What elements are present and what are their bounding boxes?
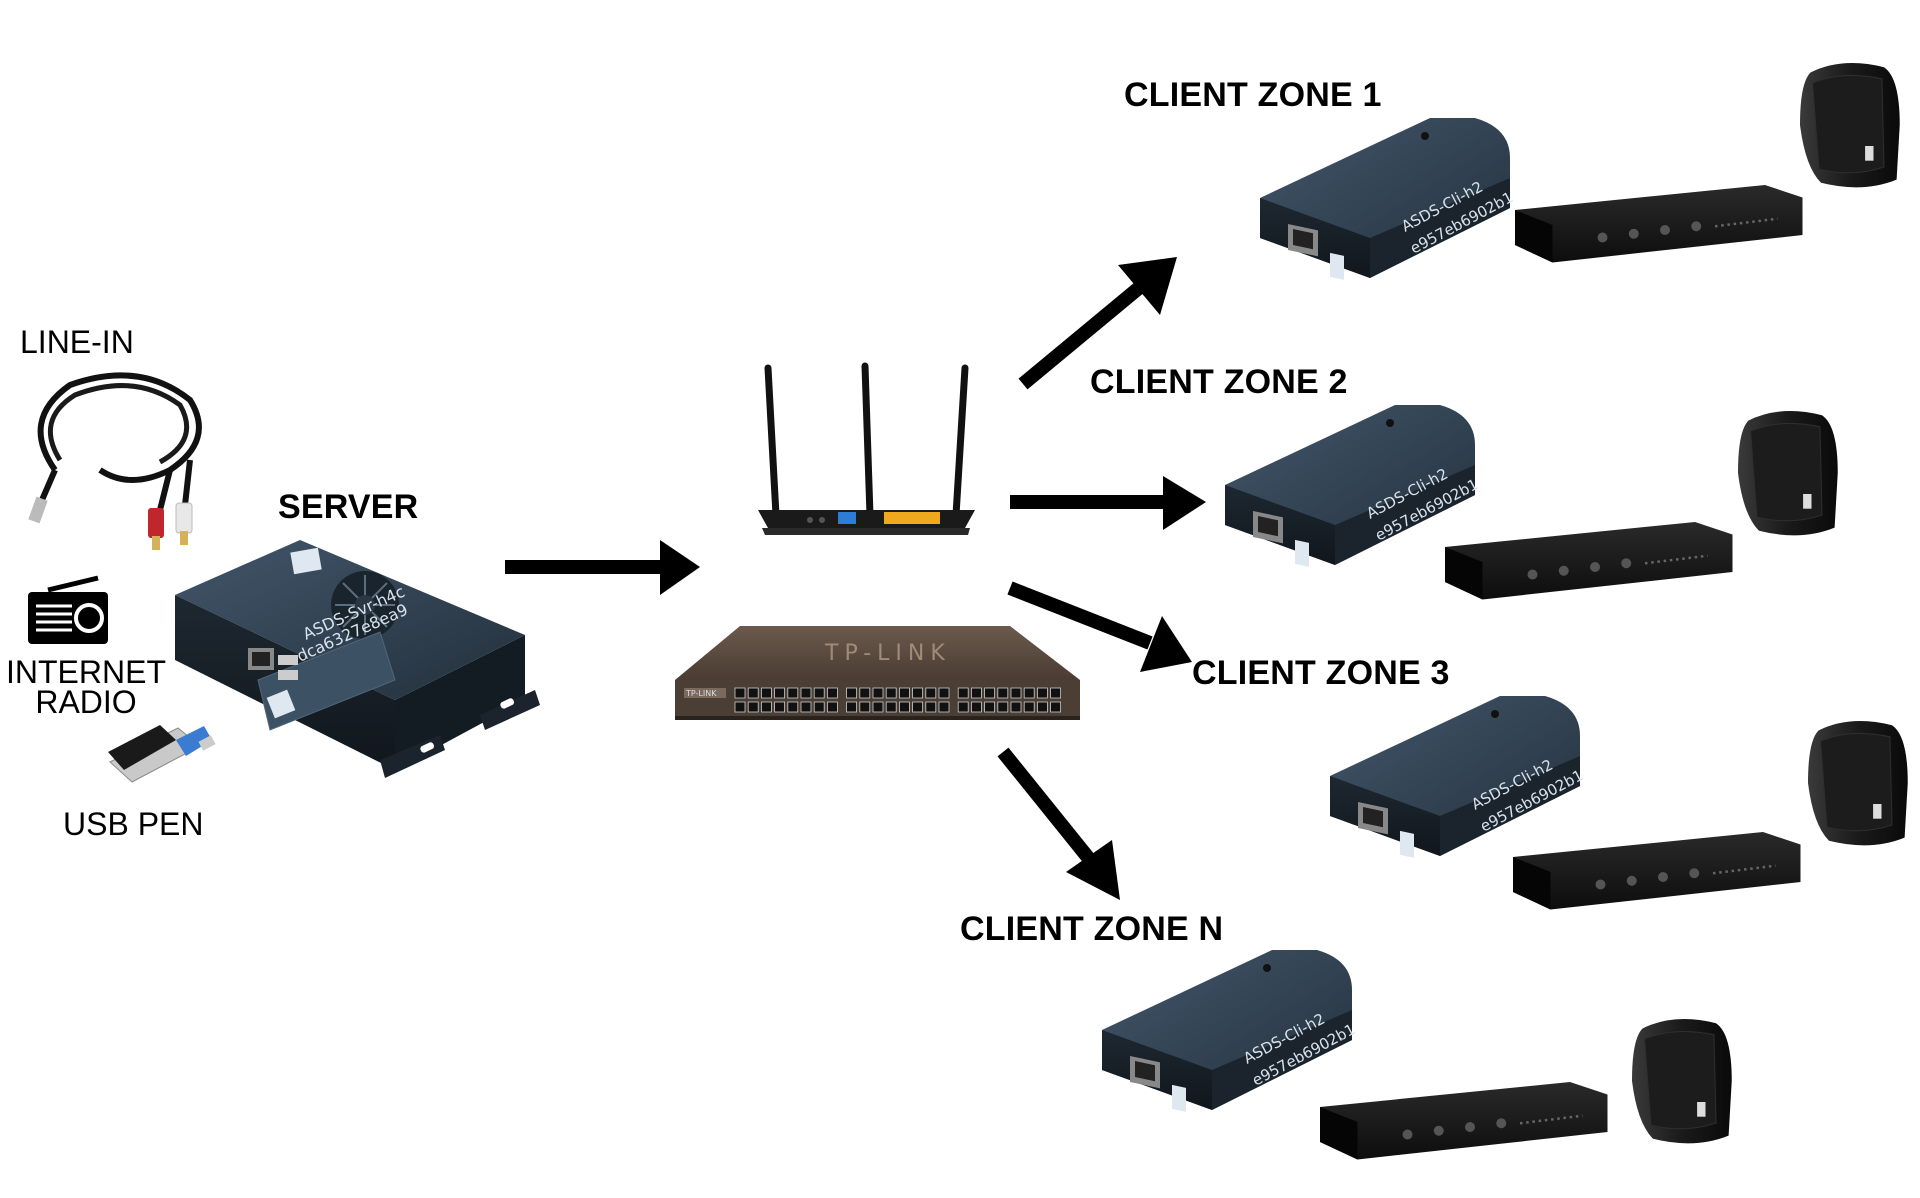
line-in-cable-icon xyxy=(28,372,202,550)
switch-port xyxy=(846,687,857,699)
switch-port xyxy=(1010,701,1022,713)
switch-port xyxy=(787,701,799,713)
switch-port xyxy=(984,687,995,699)
client-zone-2-label: CLIENT ZONE 2 xyxy=(1090,363,1348,401)
arrow-to-client-zone-2 xyxy=(1010,476,1206,530)
switch-port xyxy=(800,701,812,713)
switch-port xyxy=(885,701,897,713)
switch-port xyxy=(899,687,910,699)
switch-port xyxy=(1023,701,1035,713)
switch-port xyxy=(984,701,995,713)
switch-port xyxy=(912,701,923,713)
svg-text:TP-LINK: TP-LINK xyxy=(824,641,951,666)
switch-port xyxy=(885,687,897,699)
switch-port xyxy=(774,701,785,713)
switch-port xyxy=(971,687,982,699)
internet-radio-label: INTERNET RADIO xyxy=(6,656,166,718)
switch-port xyxy=(761,687,772,699)
switch-port xyxy=(747,687,759,699)
network-switch-device: TP-LINK TP-LINK xyxy=(675,626,1080,720)
switch-port xyxy=(827,687,838,699)
client-zone-1-label: CLIENT ZONE 1 xyxy=(1124,76,1382,114)
line-in-label: LINE-IN xyxy=(20,324,134,360)
switch-port xyxy=(734,701,746,713)
switch-port xyxy=(734,687,746,699)
server-label: SERVER xyxy=(278,488,419,526)
switch-brand-text: TP-LINK xyxy=(685,689,717,698)
switch-port xyxy=(813,687,825,699)
client-zone-3-hardware xyxy=(1330,696,1909,911)
arrow-server-to-router xyxy=(505,540,700,595)
switch-port xyxy=(997,687,1009,699)
switch-port xyxy=(912,687,923,699)
usb-pen-label: USB PEN xyxy=(63,806,204,842)
arrow-to-client-zone-n xyxy=(997,747,1120,900)
switch-port xyxy=(800,687,812,699)
client-zone-n-label: CLIENT ZONE N xyxy=(960,910,1224,948)
internet-radio-label-line1: INTERNET xyxy=(6,654,166,690)
router-device xyxy=(758,362,975,535)
switch-port xyxy=(957,701,969,713)
switch-port xyxy=(925,701,937,713)
switch-port xyxy=(813,701,825,713)
switch-port xyxy=(938,687,950,699)
switch-port xyxy=(872,701,884,713)
arrow-to-client-zone-1 xyxy=(1018,257,1177,390)
switch-port xyxy=(899,701,910,713)
client-zone-2-hardware xyxy=(1225,405,1839,601)
server-device xyxy=(175,540,540,778)
switch-port xyxy=(787,687,799,699)
usb-pen-icon xyxy=(108,725,216,783)
switch-port xyxy=(774,687,785,699)
switch-port xyxy=(1037,701,1048,713)
switch-port xyxy=(925,687,937,699)
switch-port xyxy=(957,687,969,699)
switch-port xyxy=(827,701,838,713)
switch-port xyxy=(872,687,884,699)
switch-port xyxy=(1023,687,1035,699)
internet-radio-label-line2: RADIO xyxy=(35,684,137,720)
switch-port xyxy=(859,701,871,713)
switch-port xyxy=(938,701,950,713)
switch-port xyxy=(1050,687,1061,699)
switch-port xyxy=(1010,687,1022,699)
client-zone-n-hardware xyxy=(1102,950,1733,1161)
switch-port xyxy=(1050,701,1061,713)
radio-icon xyxy=(28,575,108,644)
switch-port xyxy=(997,701,1009,713)
client-zone-3-label: CLIENT ZONE 3 xyxy=(1192,654,1450,692)
switch-port xyxy=(747,701,759,713)
arrow-to-client-zone-3 xyxy=(1007,581,1192,672)
switch-port xyxy=(1037,687,1048,699)
switch-port xyxy=(761,701,772,713)
switch-port xyxy=(846,701,857,713)
switch-port xyxy=(971,701,982,713)
switch-port xyxy=(859,687,871,699)
